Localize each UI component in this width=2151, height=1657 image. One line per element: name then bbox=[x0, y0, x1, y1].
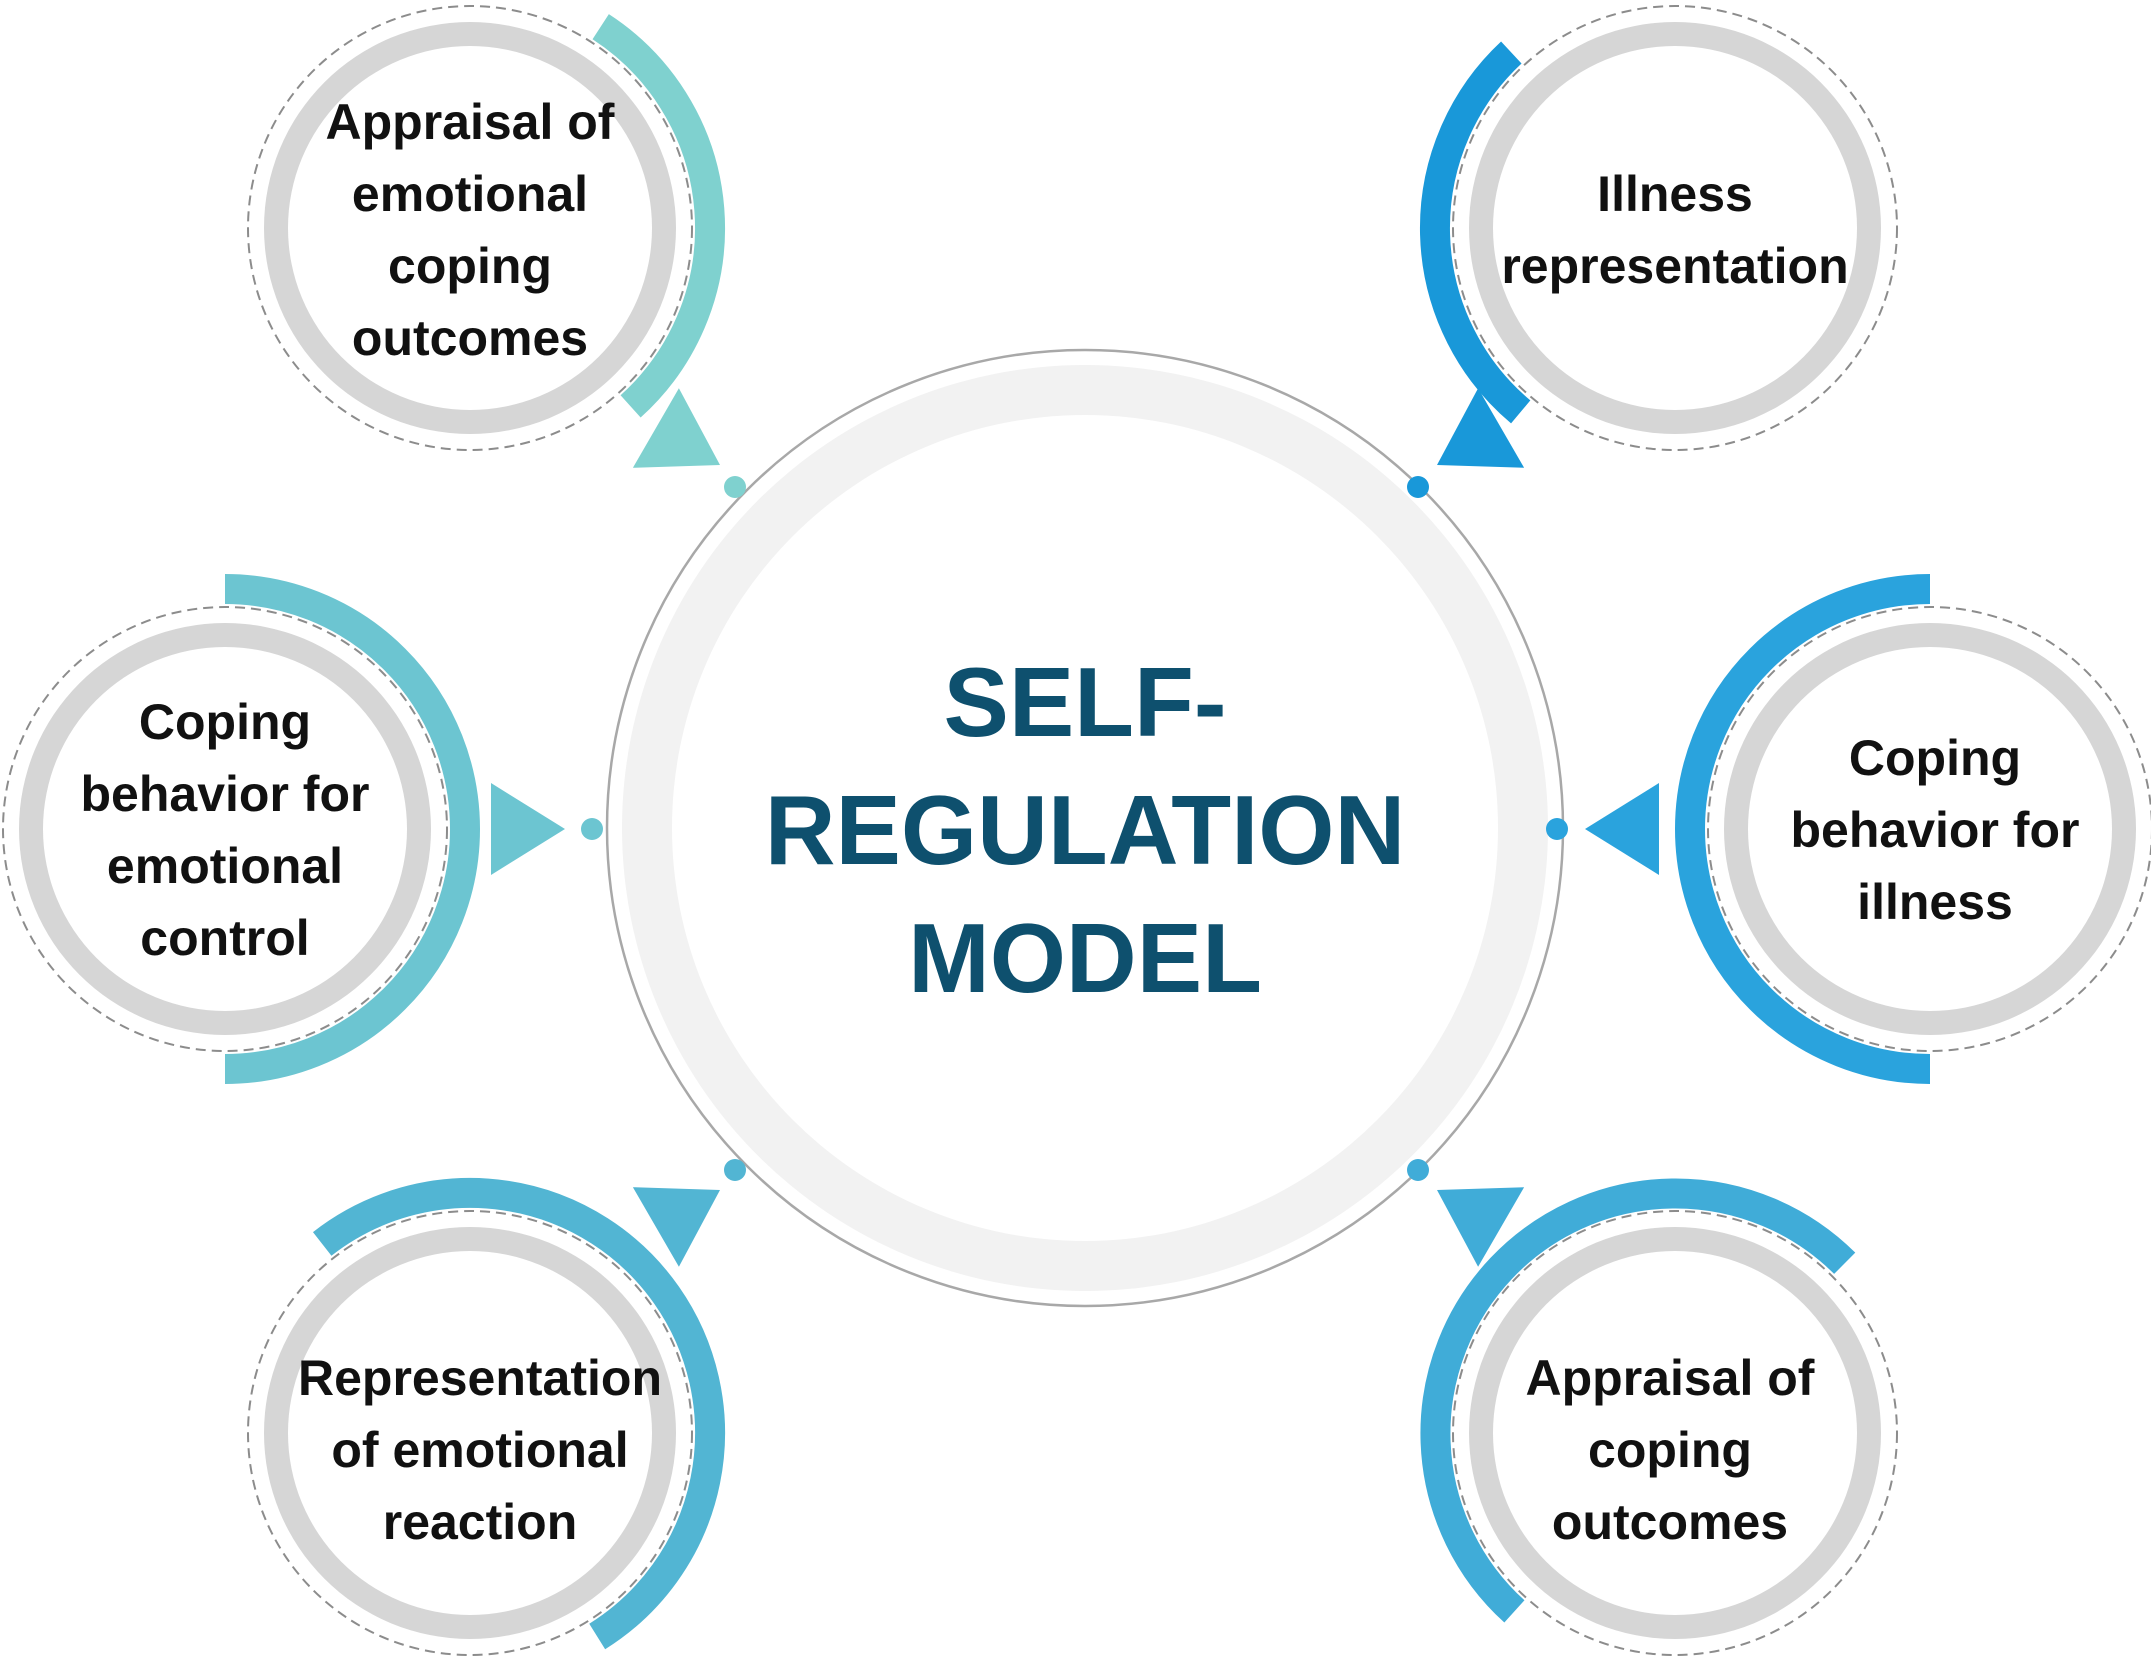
node-arc-appraisal-coping bbox=[1420, 1178, 1856, 1623]
node-dashed-appraisal-coping bbox=[1452, 1210, 1898, 1656]
connector-dot-coping-illness bbox=[1546, 818, 1568, 840]
arrow-left-icon bbox=[1585, 783, 1659, 875]
node-label-representation-emotional-reaction: Representation of emotional reaction bbox=[298, 1350, 662, 1550]
node-label-appraisal-coping: Appraisal of coping outcomes bbox=[1525, 1350, 1815, 1550]
center-inner-disc bbox=[672, 415, 1498, 1241]
connector-dot-appraisal-coping bbox=[1407, 1159, 1429, 1181]
node-label-appraisal-emotional: Appraisal of emotional coping outcomes bbox=[325, 94, 615, 366]
node-label-coping-emotional-control: Coping behavior for emotional control bbox=[80, 694, 370, 966]
node-arc-coping-emotional-control bbox=[224, 574, 480, 1084]
node-arc-illness-representation bbox=[1420, 41, 1531, 424]
node-dashed-illness-representation bbox=[1452, 5, 1898, 451]
node-label-coping-illness: Coping behavior for illness bbox=[1790, 730, 2080, 930]
node-disc-representation-emotional-reaction bbox=[288, 1251, 652, 1615]
arrow-right-icon bbox=[491, 783, 565, 875]
node-arc-coping-illness bbox=[1675, 574, 1931, 1084]
connector-dot-appraisal-emotional bbox=[724, 476, 746, 498]
node-dashed-coping-illness bbox=[1707, 606, 2151, 1052]
arrow-left-icon bbox=[1437, 388, 1525, 468]
node-disc-coping-illness bbox=[1748, 647, 2112, 1011]
node-dashed-coping-emotional-control bbox=[2, 606, 448, 1052]
connector-dot-illness-representation bbox=[1407, 476, 1429, 498]
node-disc-appraisal-emotional bbox=[288, 46, 652, 410]
center-title: SELF- REGULATION MODEL bbox=[764, 647, 1406, 1013]
arrow-right-icon bbox=[632, 1187, 720, 1267]
node-disc-coping-emotional-control bbox=[43, 647, 407, 1011]
node-arc-appraisal-emotional bbox=[592, 14, 726, 418]
node-label-illness-representation: Illness representation bbox=[1501, 166, 1849, 294]
node-dashed-representation-emotional-reaction bbox=[247, 1210, 693, 1656]
arrow-left-icon bbox=[1437, 1187, 1525, 1267]
node-arc-representation-emotional-reaction bbox=[312, 1178, 726, 1650]
connector-dot-representation-emotional-reaction bbox=[724, 1159, 746, 1181]
connector-dot-coping-emotional-control bbox=[581, 818, 603, 840]
node-disc-appraisal-coping bbox=[1493, 1251, 1857, 1615]
node-dashed-appraisal-emotional bbox=[247, 5, 693, 451]
arrow-right-icon bbox=[632, 388, 720, 468]
node-disc-illness-representation bbox=[1493, 46, 1857, 410]
